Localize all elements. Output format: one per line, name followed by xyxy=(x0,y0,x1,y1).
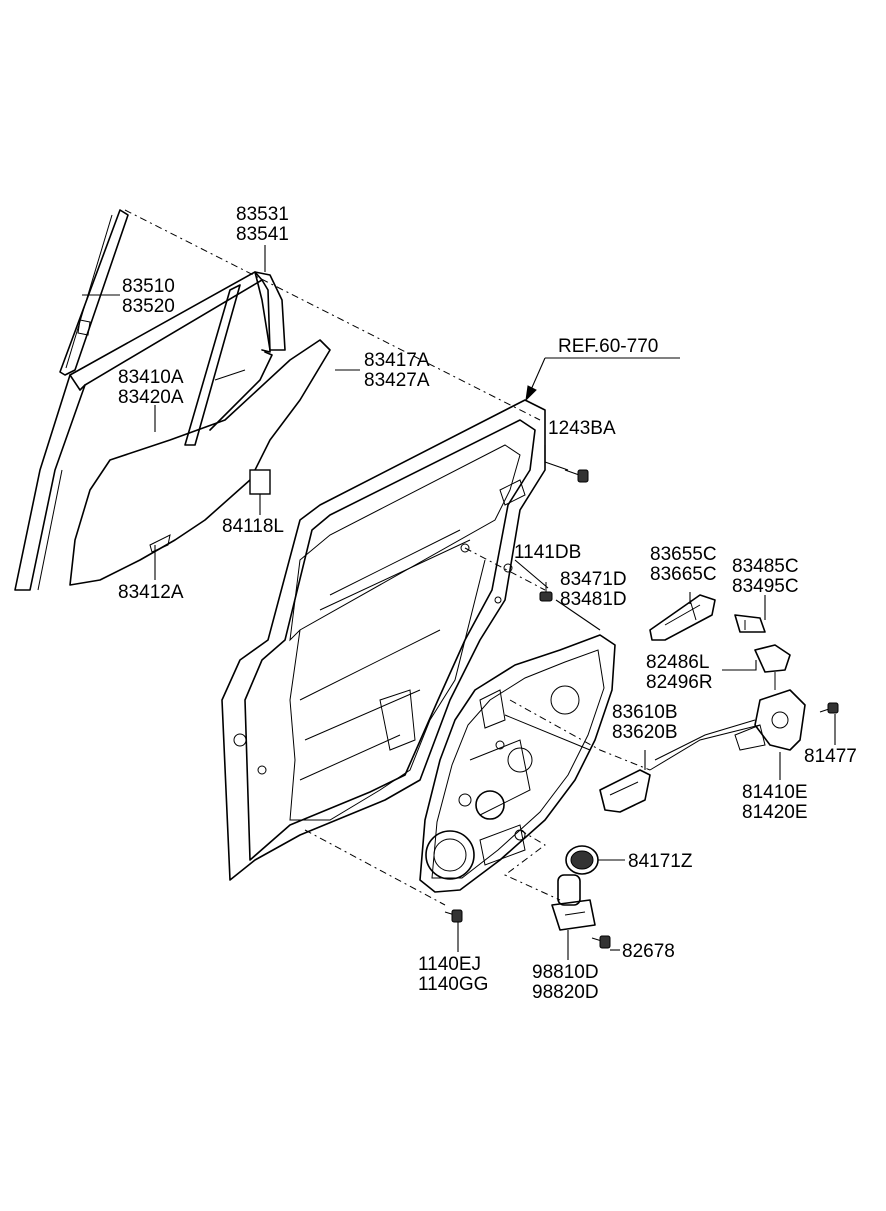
label-83541: 83541 xyxy=(236,224,289,245)
label-83417A: 83417A xyxy=(364,350,430,371)
label-82486L: 82486L xyxy=(646,652,709,673)
label-82496R: 82496R xyxy=(646,672,713,693)
label-83620B: 83620B xyxy=(612,722,678,743)
label-83471D: 83471D xyxy=(560,569,627,590)
label-1140GG: 1140GG xyxy=(418,974,488,995)
label-84118L: 84118L xyxy=(222,516,284,537)
label-1140EJ: 1140EJ xyxy=(418,954,481,975)
bolt-81477 xyxy=(819,702,839,714)
door-latch xyxy=(649,689,806,771)
hole-plug xyxy=(565,845,599,875)
label-82678: 82678 xyxy=(622,941,675,962)
ref-arrow xyxy=(525,357,680,402)
label-sticker xyxy=(249,469,271,495)
label-98820D: 98820D xyxy=(532,982,599,1003)
label-98810D: 98810D xyxy=(532,962,599,983)
label-81410E: 81410E xyxy=(742,782,808,803)
door-module-panel xyxy=(419,634,616,893)
bolt-82678 xyxy=(591,935,611,949)
bolt-1243BA xyxy=(564,469,589,483)
door-shell xyxy=(221,399,546,881)
label-84171Z: 84171Z xyxy=(628,851,693,872)
label-83520: 83520 xyxy=(122,296,175,317)
label-81420E: 81420E xyxy=(742,802,808,823)
label-83655C: 83655C xyxy=(650,544,717,565)
lock-rod-bracket xyxy=(754,644,791,690)
window-motor xyxy=(551,874,596,931)
label-83510: 83510 xyxy=(122,276,175,297)
label-83495C: 83495C xyxy=(732,576,799,597)
label-83420A: 83420A xyxy=(118,387,184,408)
label-83610B: 83610B xyxy=(612,702,678,723)
belt-moulding xyxy=(14,271,286,591)
label-83485C: 83485C xyxy=(732,556,799,577)
inside-handle xyxy=(599,769,651,813)
bolt-1141DB xyxy=(539,582,553,602)
label-1141DB: 1141DB xyxy=(514,542,581,563)
label-83481D: 83481D xyxy=(560,589,627,610)
label-81477: 81477 xyxy=(804,746,857,767)
bolt-1140EJ xyxy=(444,909,463,923)
leader-lines xyxy=(82,245,836,960)
outside-handle xyxy=(649,594,716,641)
label-1243BA: 1243BA xyxy=(548,418,616,439)
label-83427A: 83427A xyxy=(364,370,430,391)
label-83531: 83531 xyxy=(236,204,289,225)
dashed-reference-lines xyxy=(124,209,651,906)
window-run-channel xyxy=(59,209,129,376)
label-83410A: 83410A xyxy=(118,367,184,388)
label-83412A: 83412A xyxy=(118,582,184,603)
part-labels: REF.60-770 83531 83541 83510 83520 83410… xyxy=(118,204,857,1003)
door-glass xyxy=(69,339,331,586)
label-83665C: 83665C xyxy=(650,564,717,585)
ref-label: REF.60-770 xyxy=(558,336,658,357)
handle-cover xyxy=(734,614,766,633)
